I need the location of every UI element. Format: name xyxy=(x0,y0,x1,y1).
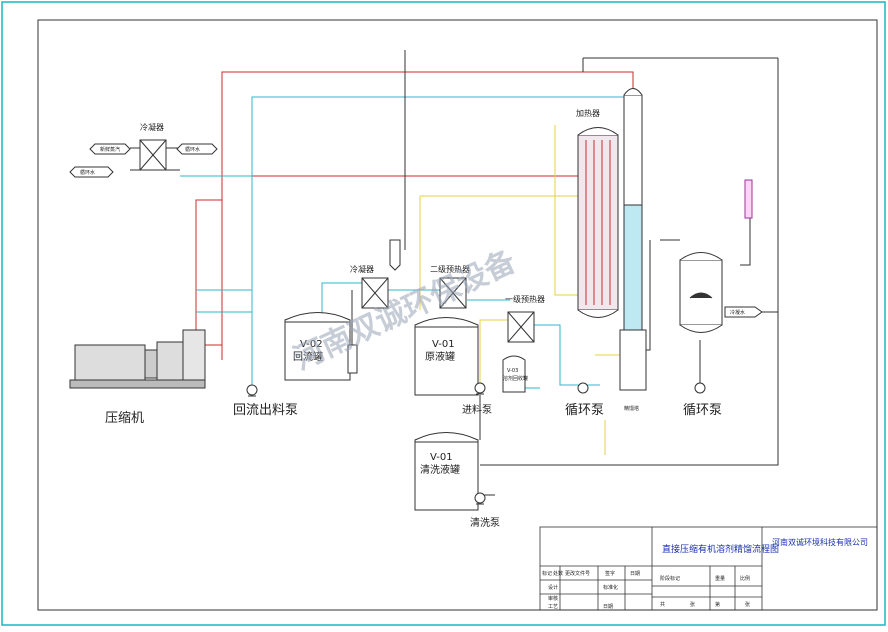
condenser-mid xyxy=(361,277,389,309)
heater xyxy=(577,127,619,318)
tower-label: 精馏塔 xyxy=(624,405,639,412)
drawing-title: 直接压缩有机溶剂精馏流程图 xyxy=(662,543,779,555)
separator-vessel xyxy=(679,252,723,333)
svg-text:张: 张 xyxy=(690,601,695,608)
steam-lines xyxy=(195,71,634,360)
tank-v02: V-02 回流罐 xyxy=(284,312,351,381)
company-name: 河南双诚环境科技有限公司 xyxy=(772,537,868,547)
condenser-top-label: 冷凝器 xyxy=(140,122,164,132)
svg-text:日期: 日期 xyxy=(630,571,640,577)
reflux-pump xyxy=(246,384,258,397)
svg-text:V-01: V-01 xyxy=(430,452,453,463)
sample-tag xyxy=(347,344,358,374)
svg-text:日期: 日期 xyxy=(603,604,613,610)
tank-v01-clean: V-01 清洗液罐 xyxy=(414,432,479,511)
circ-pump-1 xyxy=(577,382,589,394)
drawing-frame xyxy=(37,19,878,611)
svg-text:冷凝水: 冷凝水 xyxy=(730,309,745,316)
svg-text:处数: 处数 xyxy=(553,570,563,577)
svg-text:溶剂回收罐: 溶剂回收罐 xyxy=(503,375,528,382)
clean-pump-label: 清洗泵 xyxy=(470,516,500,529)
svg-text:标记: 标记 xyxy=(542,570,552,577)
feed-lines xyxy=(419,125,620,455)
svg-text:标准化: 标准化 xyxy=(603,584,618,591)
svg-text:设计: 设计 xyxy=(548,584,558,591)
distillation-tower xyxy=(619,88,647,391)
condensate-tag: 冷凝水 xyxy=(724,306,763,318)
preheater-2-label: 二级预热器 xyxy=(430,264,470,274)
feed-pump-label: 进料泵 xyxy=(462,403,492,416)
heater-label: 加热器 xyxy=(576,108,600,118)
tank-v01: V-01 原液罐 xyxy=(414,317,479,396)
svg-text:审核: 审核 xyxy=(548,595,558,602)
preheater-2 xyxy=(439,277,467,309)
svg-text:清洗液罐: 清洗液罐 xyxy=(420,463,460,476)
svg-text:签字: 签字 xyxy=(605,570,615,577)
preheater-1 xyxy=(507,311,535,343)
svg-text:共: 共 xyxy=(660,601,665,608)
svg-text:循环水: 循环水 xyxy=(185,146,200,153)
preheater-1-label: 一级预热器 xyxy=(505,294,545,304)
title-block xyxy=(539,526,878,611)
hx-out-left-tag: 循环水 xyxy=(69,166,114,178)
circ-pump-2-label: 循环泵 xyxy=(683,403,722,418)
hx-in-left-tag: 新鲜蒸汽 xyxy=(89,143,131,155)
reflux-pump-label: 回流出料泵 xyxy=(233,403,298,418)
hx-in-right-tag: 循环水 xyxy=(176,143,218,155)
clean-pump xyxy=(474,492,486,505)
svg-text:工艺: 工艺 xyxy=(548,604,558,610)
svg-text:V-01: V-01 xyxy=(432,339,455,350)
water-lines xyxy=(180,96,629,390)
svg-text:阶段标记: 阶段标记 xyxy=(660,575,680,582)
svg-text:V-02: V-02 xyxy=(300,339,323,350)
tank-v03: V-03 溶剂回收罐 xyxy=(502,355,528,393)
svg-text:比例: 比例 xyxy=(740,575,750,582)
svg-text:循环水: 循环水 xyxy=(80,169,95,176)
svg-text:张: 张 xyxy=(745,601,750,608)
svg-text:重量: 重量 xyxy=(715,575,725,582)
vent-tag xyxy=(744,179,753,219)
vacuum-tag xyxy=(389,239,401,271)
feed-pump xyxy=(474,382,486,395)
svg-text:新鲜蒸汽: 新鲜蒸汽 xyxy=(100,146,120,153)
compressor-label: 压缩机 xyxy=(105,410,144,426)
svg-text:V-03: V-03 xyxy=(507,368,518,374)
svg-text:原液罐: 原液罐 xyxy=(425,350,455,363)
condenser-top xyxy=(130,139,180,171)
svg-text:更改文件号: 更改文件号 xyxy=(565,570,590,577)
circ-pump-2 xyxy=(694,382,706,394)
svg-text:回流罐: 回流罐 xyxy=(293,350,323,363)
compressor xyxy=(69,329,206,389)
watermark: 河南双诚环保设备 xyxy=(289,244,522,378)
circ-pump-1-label: 循环泵 xyxy=(565,403,604,418)
svg-text:第: 第 xyxy=(715,601,720,608)
condenser-mid-label: 冷凝器 xyxy=(350,264,374,274)
